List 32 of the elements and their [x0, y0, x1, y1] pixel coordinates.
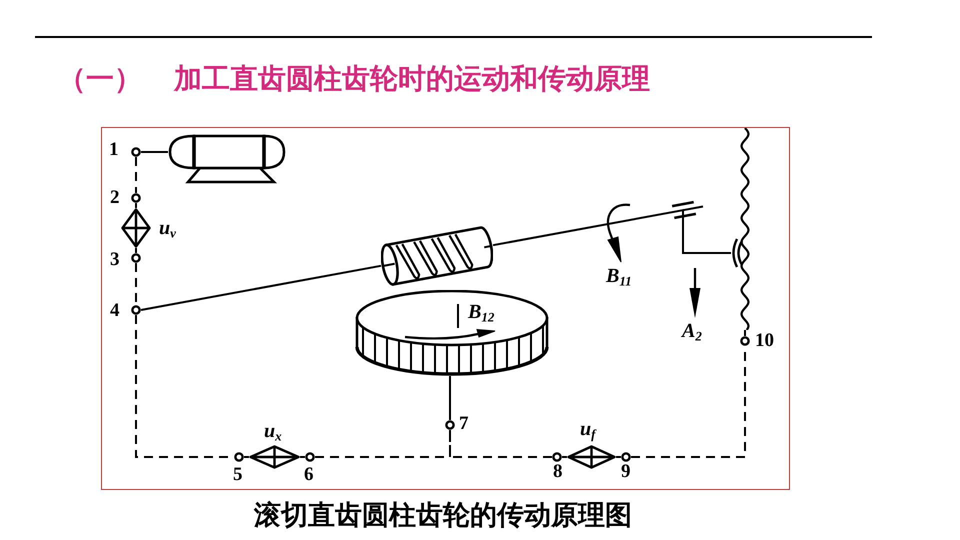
motion-label: A$_{2}$	[682, 320, 702, 342]
connector-line	[135, 248, 137, 253]
connector-line	[244, 456, 249, 458]
connector-line	[492, 209, 731, 254]
connector-line	[449, 376, 451, 420]
dashed-connector-line	[135, 263, 137, 305]
point-number: 10	[755, 331, 774, 351]
point-number: 7	[459, 414, 468, 434]
page-title: （一） 加工直齿圆柱齿轮时的运动和传动原理	[58, 63, 650, 97]
figure-caption: 滚切直齿圆柱齿轮的传动原理图	[254, 499, 632, 531]
connector-line	[616, 456, 621, 458]
point-number: 4	[110, 301, 120, 321]
connector-line	[562, 456, 567, 458]
connector-line	[300, 456, 305, 458]
dashed-connector-line	[135, 157, 137, 193]
ratio-label: u$_{x}$	[264, 420, 282, 442]
ratio-label: u$_{v}$	[159, 217, 176, 239]
point-number: 6	[304, 465, 314, 485]
point-number: 5	[233, 465, 242, 485]
connector-line	[141, 151, 168, 153]
point-number: 8	[553, 462, 562, 482]
connector-line	[140, 264, 382, 311]
connector-line	[744, 330, 746, 336]
motion-label: B$_{11}$	[606, 265, 632, 287]
point-number: 3	[110, 250, 120, 270]
point-number: 1	[109, 140, 118, 160]
point-number: 9	[621, 462, 630, 482]
dashed-connector-line	[449, 430, 552, 458]
connector-line	[135, 203, 137, 208]
motion-label: B$_{12}$	[468, 301, 494, 323]
point-number: 2	[110, 188, 120, 208]
ratio-label: u$_{f}$	[580, 418, 596, 440]
